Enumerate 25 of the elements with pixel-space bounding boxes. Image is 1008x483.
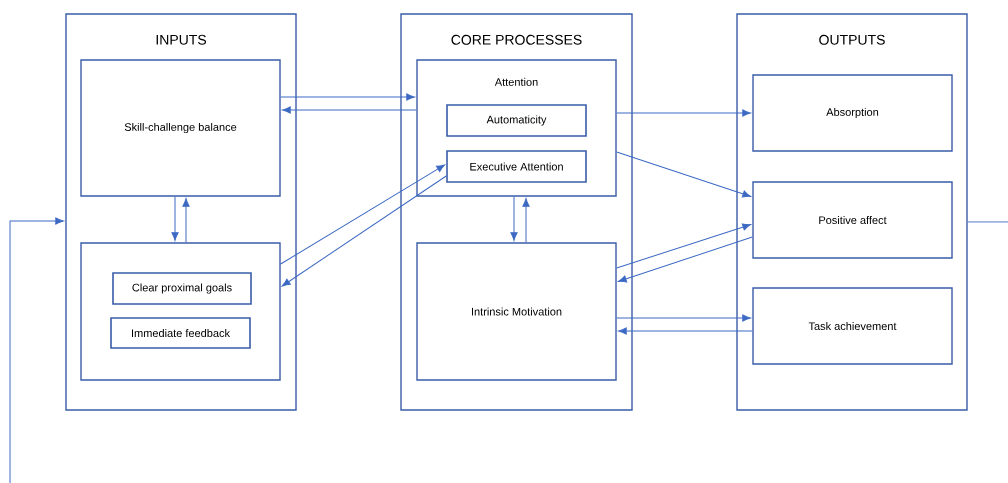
process-box: Task achievement bbox=[752, 287, 953, 365]
arrow bbox=[9, 217, 64, 483]
arrow bbox=[616, 314, 751, 322]
arrow bbox=[171, 196, 179, 241]
arrow bbox=[618, 236, 753, 283]
arrow bbox=[182, 198, 190, 243]
arrow bbox=[280, 164, 446, 265]
arrow bbox=[618, 327, 753, 335]
process-box: Intrinsic Motivation bbox=[416, 242, 617, 381]
arrow bbox=[510, 196, 518, 241]
item-box: Automaticity bbox=[446, 104, 587, 137]
process-box: Positive affect bbox=[752, 181, 953, 259]
connector-line bbox=[967, 221, 1008, 223]
process-box: Absorption bbox=[752, 74, 953, 152]
arrow bbox=[616, 109, 751, 117]
arrow bbox=[280, 93, 415, 101]
arrow bbox=[616, 151, 751, 198]
arrow bbox=[616, 223, 751, 269]
item-box: Executive Attention bbox=[446, 150, 587, 183]
arrow bbox=[522, 198, 530, 243]
item-box: Immediate feedback bbox=[110, 317, 251, 349]
arrow bbox=[281, 175, 447, 287]
item-box: Clear proximal goals bbox=[112, 272, 252, 305]
process-box: Skill-challenge balance bbox=[80, 59, 281, 197]
arrow bbox=[282, 106, 417, 114]
